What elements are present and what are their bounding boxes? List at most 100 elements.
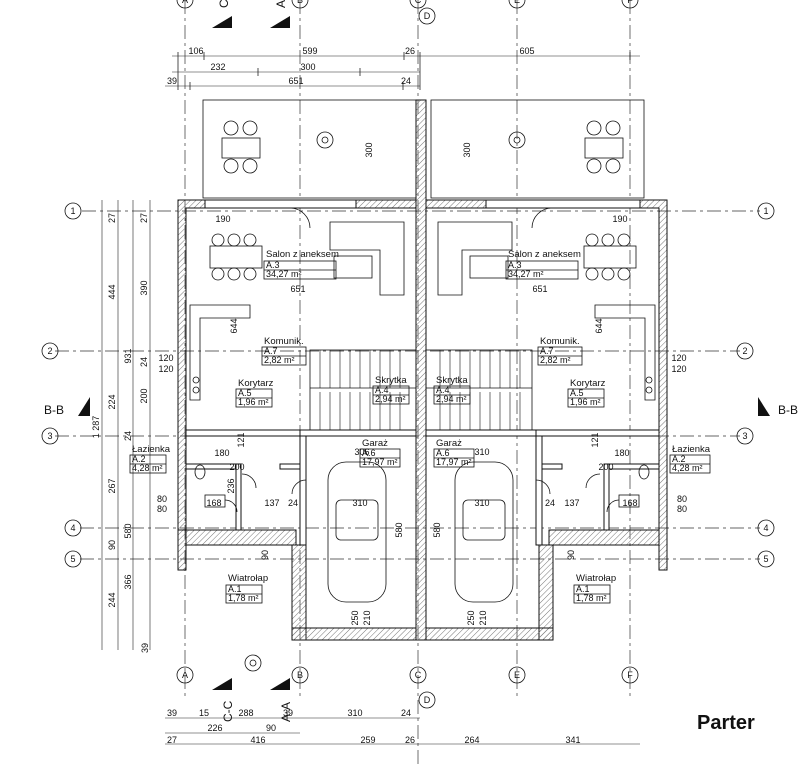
svg-text:24: 24 (123, 431, 133, 441)
svg-text:Korytarz: Korytarz (238, 378, 274, 389)
axis-marker-d-bottom: D (418, 691, 436, 709)
section-label-cc-bottom: C-C (221, 700, 235, 722)
svg-text:4: 4 (70, 523, 75, 533)
svg-text:121: 121 (236, 432, 246, 447)
svg-text:Łazienka: Łazienka (672, 444, 711, 455)
svg-text:1 287: 1 287 (91, 416, 101, 439)
svg-text:4: 4 (763, 523, 768, 533)
svg-text:D: D (424, 695, 431, 705)
svg-text:24: 24 (288, 498, 298, 508)
svg-text:1,78 m²: 1,78 m² (228, 593, 259, 603)
svg-text:27: 27 (139, 213, 149, 223)
svg-text:4,28 m²: 4,28 m² (132, 463, 163, 473)
svg-text:190: 190 (612, 214, 627, 224)
svg-text:24: 24 (401, 708, 411, 718)
svg-text:300: 300 (300, 62, 315, 72)
room-skrytka-left: Skrytka A.4 2,94 m² (372, 375, 410, 405)
terrace-right: 300 (430, 99, 645, 199)
svg-text:A.2: A.2 (672, 454, 686, 464)
svg-text:34,27 m²: 34,27 m² (266, 269, 302, 279)
svg-text:5: 5 (70, 554, 75, 564)
svg-text:A.6: A.6 (436, 448, 450, 458)
svg-text:310: 310 (474, 447, 489, 457)
kitchen-right (594, 304, 656, 401)
svg-text:Skrytka: Skrytka (436, 375, 468, 386)
svg-text:250: 250 (466, 610, 476, 625)
svg-text:120: 120 (671, 364, 686, 374)
svg-text:644: 644 (594, 318, 604, 333)
svg-text:C: C (415, 670, 422, 680)
svg-text:F: F (627, 0, 633, 5)
svg-text:80: 80 (677, 494, 687, 504)
svg-text:90: 90 (266, 723, 276, 733)
svg-text:Garaż: Garaż (362, 438, 388, 449)
svg-text:1: 1 (70, 206, 75, 216)
svg-text:Wiatrołap: Wiatrołap (228, 573, 268, 584)
axis-marker-1-left: 1 (64, 202, 82, 220)
svg-text:A.7: A.7 (264, 346, 278, 356)
axis-marker-e-top: E (508, 0, 526, 9)
svg-text:24: 24 (139, 357, 149, 367)
svg-text:267: 267 (107, 478, 117, 493)
svg-text:310: 310 (347, 708, 362, 718)
svg-text:236: 236 (226, 478, 236, 493)
svg-text:651: 651 (290, 284, 305, 294)
svg-text:259: 259 (360, 735, 375, 745)
section-label-aa-bottom: A-A (279, 702, 293, 722)
svg-text:599: 599 (302, 46, 317, 56)
svg-text:Łazienka: Łazienka (132, 444, 171, 455)
svg-text:190: 190 (215, 214, 230, 224)
svg-text:A.3: A.3 (508, 260, 522, 270)
svg-text:A.4: A.4 (375, 385, 389, 395)
dimension-top: 106 599 26 605 232 300 39 651 24 (165, 46, 640, 90)
sofa-left (329, 221, 405, 296)
car-right (454, 461, 514, 603)
svg-text:288: 288 (238, 708, 253, 718)
axis-marker-c-top: C (409, 0, 427, 9)
svg-text:4,28 m²: 4,28 m² (672, 463, 703, 473)
axis-grid (55, 0, 760, 764)
staircase-left (309, 349, 417, 431)
dining-left (209, 233, 263, 281)
svg-text:A.1: A.1 (576, 584, 590, 594)
exterior-walls (177, 99, 668, 641)
interior-dimensions: 190 190 651 651 644 644 120 120 120 120 … (157, 214, 687, 626)
svg-text:80: 80 (157, 494, 167, 504)
room-lazienka-left: Łazienka A.2 4,28 m² (129, 444, 171, 474)
svg-text:24: 24 (401, 76, 411, 86)
room-garaz-left: Garaż A.6 17,97 m² (359, 438, 401, 468)
svg-text:Skrytka: Skrytka (375, 375, 407, 386)
axis-marker-2-left: 2 (41, 342, 59, 360)
svg-text:A.5: A.5 (238, 388, 252, 398)
axis-marker-a-top: A (176, 0, 194, 9)
bathroom-left (194, 464, 238, 513)
room-korytarz-right: Korytarz A.5 1,96 m² (567, 378, 606, 408)
terrace-plant-right (508, 131, 526, 149)
svg-text:3: 3 (47, 431, 52, 441)
axis-marker-e-bottom: E (508, 666, 526, 684)
axis-markers: A B C D E F A B C D E F 1 2 3 4 5 1 2 3 … (41, 0, 775, 709)
room-wiatrolap-right: Wiatrołap A.1 1,78 m² (573, 573, 616, 604)
dimension-bottom: 39 15 288 39 310 24 226 90 27 416 259 26… (165, 708, 640, 745)
svg-text:Garaż: Garaż (436, 438, 462, 449)
axis-marker-f-bottom: F (621, 666, 639, 684)
section-label-aa-top: A-A (274, 0, 288, 8)
svg-text:200: 200 (139, 388, 149, 403)
svg-text:200: 200 (229, 462, 244, 472)
axis-marker-5-left: 5 (64, 550, 82, 568)
svg-text:120: 120 (158, 364, 173, 374)
axis-marker-1-right: 1 (757, 202, 775, 220)
svg-text:1,96 m²: 1,96 m² (238, 397, 269, 407)
interior-walls (185, 429, 660, 546)
svg-text:120: 120 (158, 353, 173, 363)
section-arrow-cc-bottom (212, 678, 232, 690)
svg-text:2,94 m²: 2,94 m² (375, 394, 406, 404)
svg-text:39: 39 (140, 643, 150, 653)
svg-text:931: 931 (123, 348, 133, 363)
svg-text:580: 580 (123, 523, 133, 538)
svg-text:180: 180 (614, 448, 629, 458)
svg-text:17,97 m²: 17,97 m² (362, 457, 398, 467)
svg-text:341: 341 (565, 735, 580, 745)
svg-text:168: 168 (622, 498, 637, 508)
section-label-bb-right: B-B (778, 403, 798, 417)
